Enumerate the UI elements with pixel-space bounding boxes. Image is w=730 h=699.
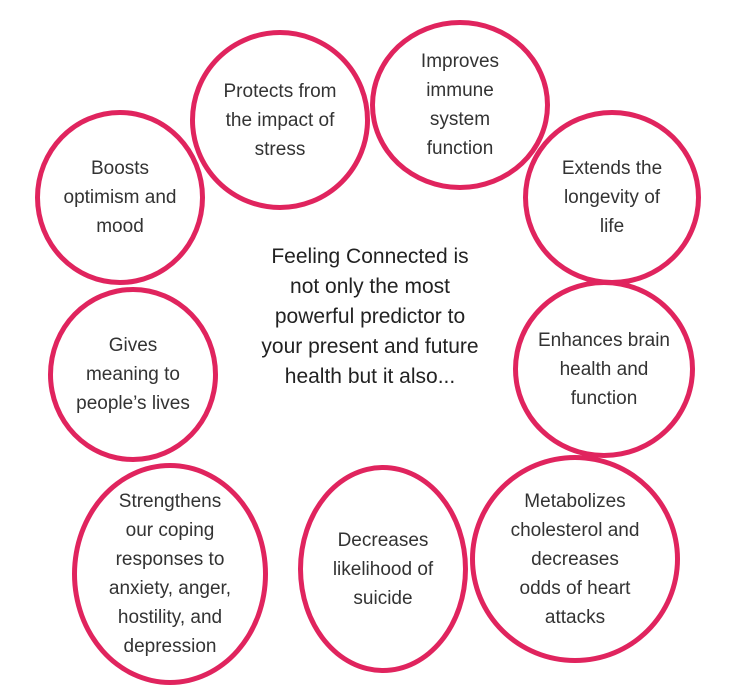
benefit-label: Strengthens our coping responses to anxi… bbox=[108, 491, 232, 657]
central-statement: Feeling Connected is not only the most p… bbox=[261, 245, 479, 388]
benefit-label: Boosts optimism and mood bbox=[63, 158, 177, 237]
benefit-circle-coping-responses: Strengthens our coping responses to anxi… bbox=[72, 463, 268, 685]
benefit-circle-protects-from-stress: Protects from the impact of stress bbox=[190, 30, 370, 210]
benefit-label: Decreases likelihood of suicide bbox=[332, 529, 434, 609]
benefit-circle-optimism-mood: Boosts optimism and mood bbox=[35, 110, 205, 285]
benefit-label: Extends the longevity of life bbox=[561, 158, 663, 237]
benefit-label: Metabolizes cholesterol and decreases od… bbox=[510, 490, 640, 628]
benefit-label: Gives meaning to people’s lives bbox=[76, 335, 190, 414]
benefit-label: Enhances brain health and function bbox=[537, 329, 671, 409]
benefit-circle-meaning: Gives meaning to people’s lives bbox=[48, 287, 218, 462]
benefit-circle-suicide-likelihood: Decreases likelihood of suicide bbox=[298, 465, 468, 673]
benefit-label: Improves immune system function bbox=[420, 51, 500, 159]
benefit-circle-brain-health: Enhances brain health and function bbox=[513, 280, 695, 458]
benefit-circle-longevity: Extends the longevity of life bbox=[523, 110, 701, 285]
benefit-circle-immune-function: Improves immune system function bbox=[370, 20, 550, 190]
benefit-circle-cholesterol-heart: Metabolizes cholesterol and decreases od… bbox=[470, 455, 680, 663]
benefit-label: Protects from the impact of stress bbox=[223, 80, 337, 160]
